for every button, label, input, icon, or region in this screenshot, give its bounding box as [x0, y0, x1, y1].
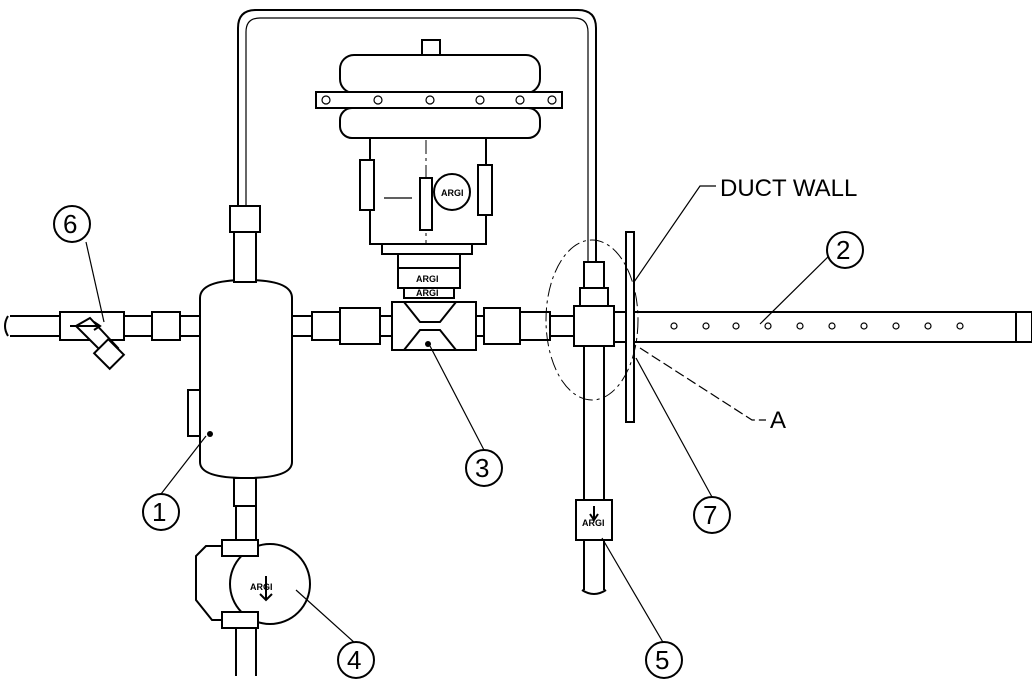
callout-7: 7 [693, 496, 731, 534]
check-valve-brand: ARGI [582, 518, 605, 528]
valve-brand: ARGI [416, 274, 439, 284]
callout-2: 2 [826, 231, 864, 269]
tube-holes [670, 322, 964, 330]
trap-brand: ARGI [250, 582, 273, 592]
steam-trap: ARGI [195, 539, 311, 676]
condensate-line: ARGI [575, 346, 613, 595]
duct-wall-plate [625, 231, 635, 423]
control-tubing-inner [245, 17, 589, 262]
callout-4-label: 4 [347, 645, 361, 675]
callout-3: 3 [465, 449, 503, 487]
callout-1: 1 [142, 493, 180, 531]
main-steam-pipe [4, 307, 574, 345]
callout-1-label: 1 [152, 497, 166, 527]
leader-lines [85, 185, 836, 645]
callout-6-label: 6 [63, 209, 77, 239]
control-valve: ARGI ARGI [391, 267, 477, 351]
callout-4: 4 [337, 641, 375, 679]
callout-5-label: 5 [655, 645, 669, 675]
control-tubing [237, 9, 597, 262]
callout-2-label: 2 [836, 235, 850, 265]
callout-6: 6 [53, 205, 91, 243]
callout-5: 5 [645, 641, 683, 679]
y-strainer [70, 316, 126, 371]
detail-a-circle [545, 239, 639, 401]
actuator-brand: ARGI [441, 188, 464, 198]
dispersion-tube [573, 261, 1032, 347]
callout-3-label: 3 [475, 453, 489, 483]
separator-tank [187, 205, 293, 540]
detail-a-label: A [770, 407, 786, 434]
actuator: ARGI [315, 39, 563, 269]
callout-7-label: 7 [703, 500, 717, 530]
valve-brand-2: ARGI [416, 288, 439, 298]
duct-wall-label: DUCT WALL [720, 175, 857, 202]
